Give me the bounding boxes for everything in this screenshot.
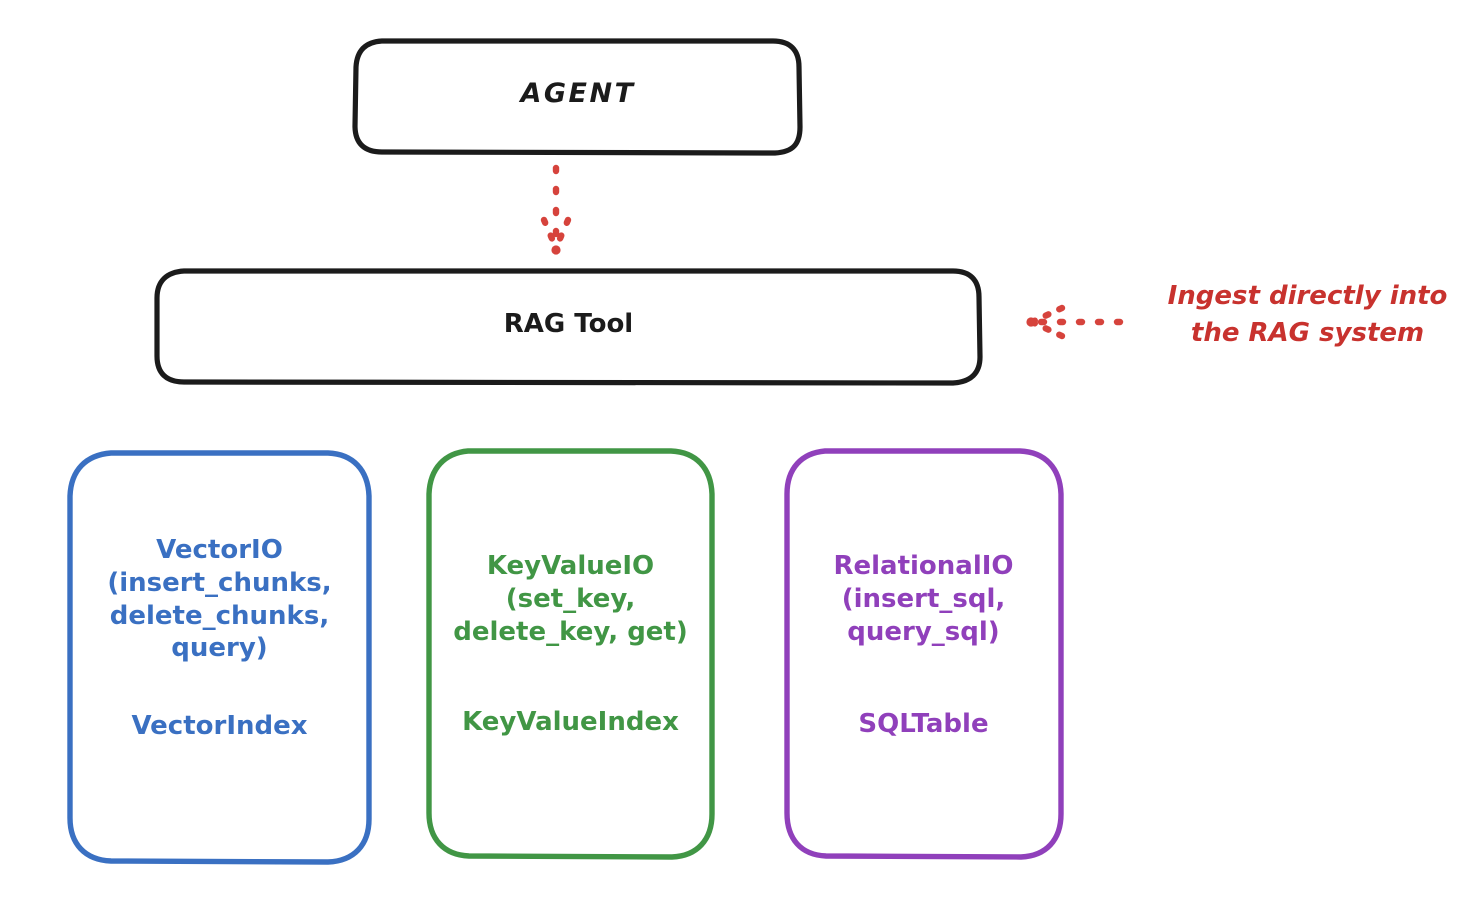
keyvalue-io-box-outline <box>426 448 715 860</box>
ingest-arrow <box>1026 304 1124 340</box>
agent-box-outline <box>352 38 803 156</box>
rag-tool-box-outline <box>154 268 983 386</box>
agent-to-rag-arrow <box>540 164 572 255</box>
vector-io-box-outline <box>67 450 372 865</box>
relational-io-box-outline <box>784 448 1064 860</box>
